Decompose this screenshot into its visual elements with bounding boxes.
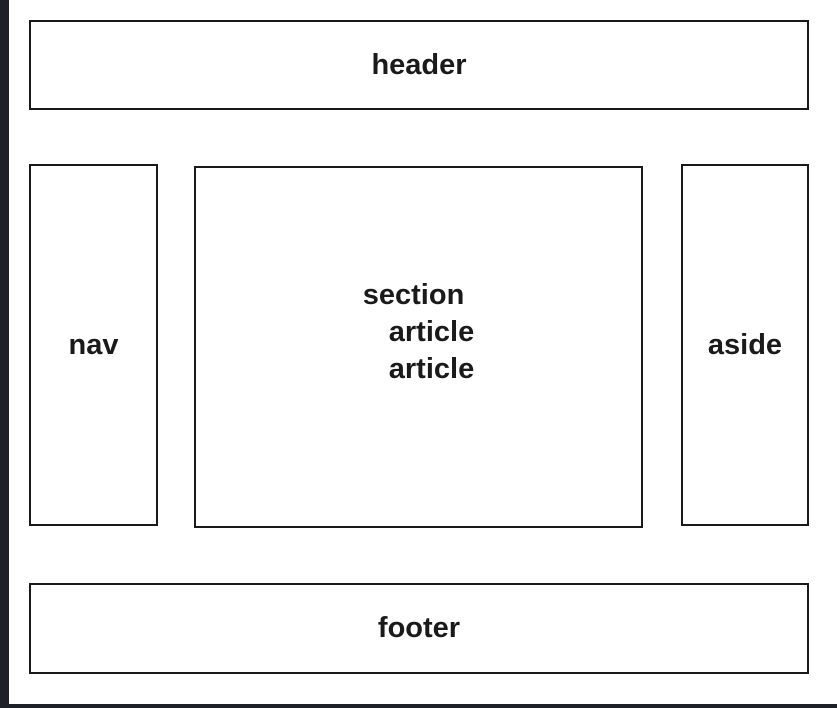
- header-box: header: [29, 20, 809, 110]
- footer-label: footer: [377, 612, 461, 644]
- article-label-1: article: [388, 315, 475, 348]
- diagram-canvas: header nav section article article aside…: [9, 0, 837, 704]
- header-label: header: [371, 48, 467, 81]
- nav-label: nav: [68, 328, 119, 361]
- footer-box: footer: [29, 583, 809, 674]
- aside-label: aside: [707, 328, 783, 361]
- section-label: section: [362, 278, 465, 311]
- article-label-2: article: [388, 352, 475, 385]
- section-box: section article article: [194, 166, 643, 528]
- nav-box: nav: [29, 164, 158, 526]
- section-content: section article article: [363, 277, 474, 388]
- aside-box: aside: [681, 164, 809, 526]
